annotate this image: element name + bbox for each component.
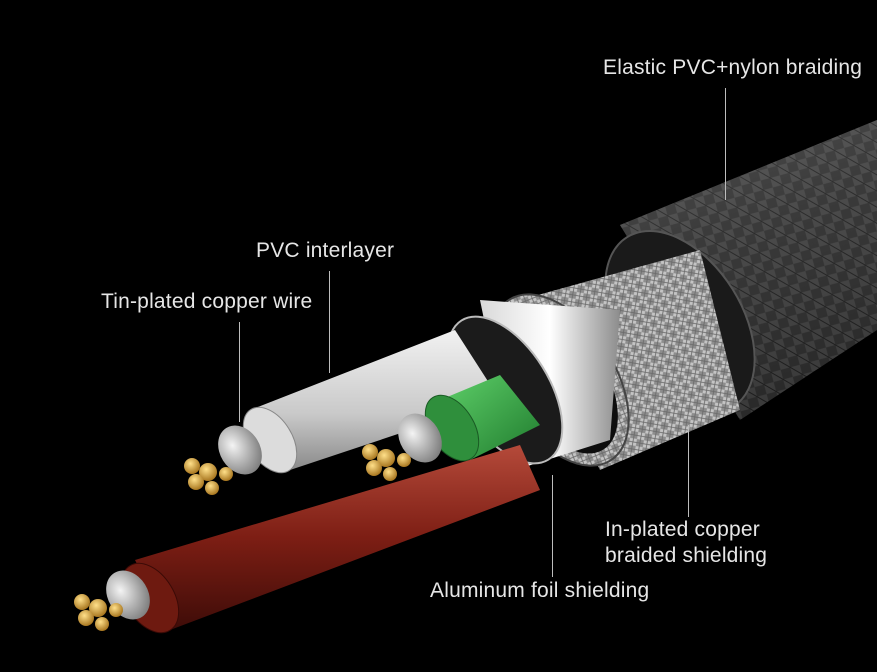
label-copper-shield-line1: In-plated copper (605, 518, 760, 541)
label-outer-braiding: Elastic PVC+nylon braiding (603, 56, 863, 79)
tinned-strand-bundle-top (184, 425, 262, 495)
tinned-strand-bundle-bottom (74, 570, 150, 631)
leader-line-tin-wire (239, 322, 240, 422)
leader-line-foil-shield (552, 475, 553, 577)
leader-line-copper-shield (688, 425, 689, 517)
leader-line-outer-braiding (725, 88, 726, 200)
label-pvc-interlayer: PVC interlayer (256, 239, 395, 262)
label-copper-shield-line2: braided shielding (605, 544, 768, 567)
label-foil-shield: Aluminum foil shielding (430, 579, 650, 602)
label-tin-wire: Tin-plated copper wire (101, 290, 313, 313)
red-insulated-wire (120, 445, 540, 634)
tinned-strand-bundle-middle (362, 413, 442, 481)
leader-line-pvc-interlayer (329, 271, 330, 373)
